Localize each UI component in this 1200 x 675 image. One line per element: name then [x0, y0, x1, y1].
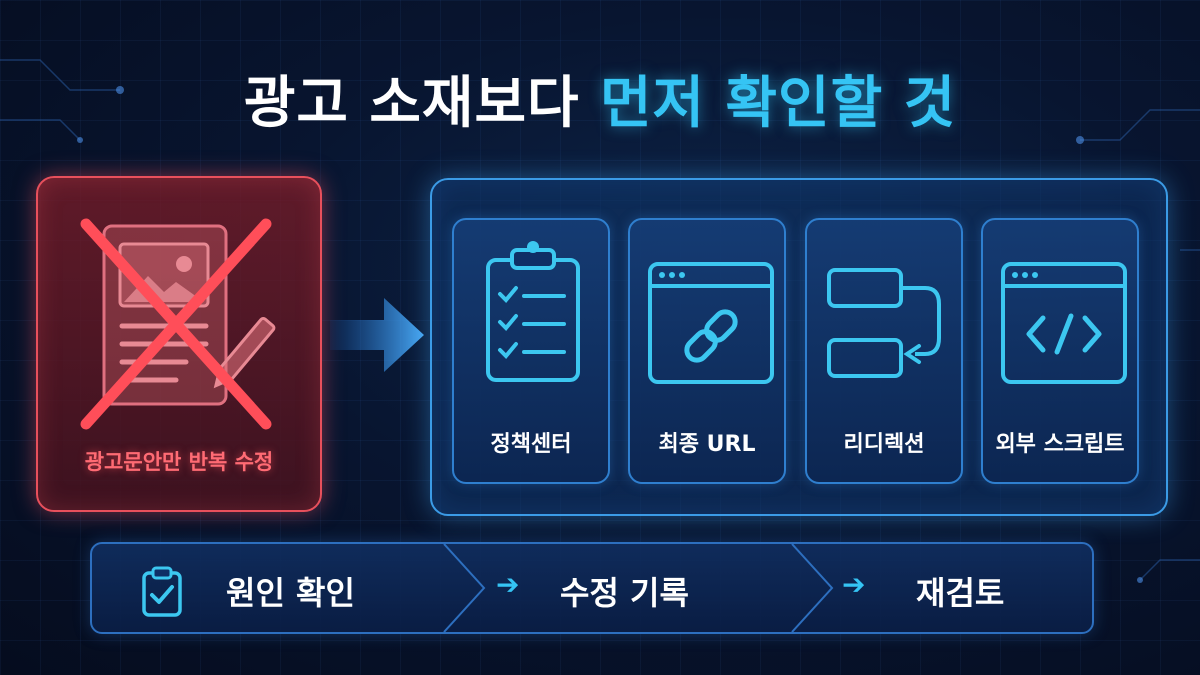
right-arrow-icon [330, 298, 424, 372]
browser-link-icon [648, 262, 774, 384]
check-card-redirection: 리디렉션 [805, 218, 963, 484]
title-part-white: 광고 소재보다 [243, 71, 580, 136]
avoid-label: 광고문안만 반복 수정 [84, 450, 274, 474]
flow-step-review: 재검토 [916, 574, 1005, 612]
flow-step-cause: 원인 확인 [226, 574, 355, 612]
card-label: 외부 스크립트 [995, 432, 1125, 457]
card-label: 리디렉션 [843, 432, 925, 457]
crossed-out-ad-document-icon [80, 218, 276, 430]
page-title: 광고 소재보다 먼저 확인할 것 [0, 58, 1200, 139]
process-flow-bar [90, 542, 1094, 634]
card-label: 최종 URL [658, 432, 756, 457]
card-label: 정책센터 [490, 432, 572, 457]
clipboard-check-icon [142, 566, 182, 617]
title-part-highlight: 먼저 확인할 것 [600, 71, 957, 136]
check-card-external-script: 외부 스크립트 [981, 218, 1139, 484]
flow-divider [791, 544, 834, 632]
arrow-icon: ➔ [496, 568, 520, 601]
check-card-final-url: 최종 URL [628, 218, 786, 484]
flow-divider [443, 544, 486, 632]
clipboard-checklist-icon [486, 241, 580, 382]
arrow-icon: ➔ [842, 568, 866, 601]
flow-step-record: 수정 기록 [560, 574, 689, 612]
redirect-flow-icon [827, 268, 941, 378]
check-card-policy-center: 정책센터 [452, 218, 610, 484]
browser-code-icon [1001, 262, 1127, 384]
